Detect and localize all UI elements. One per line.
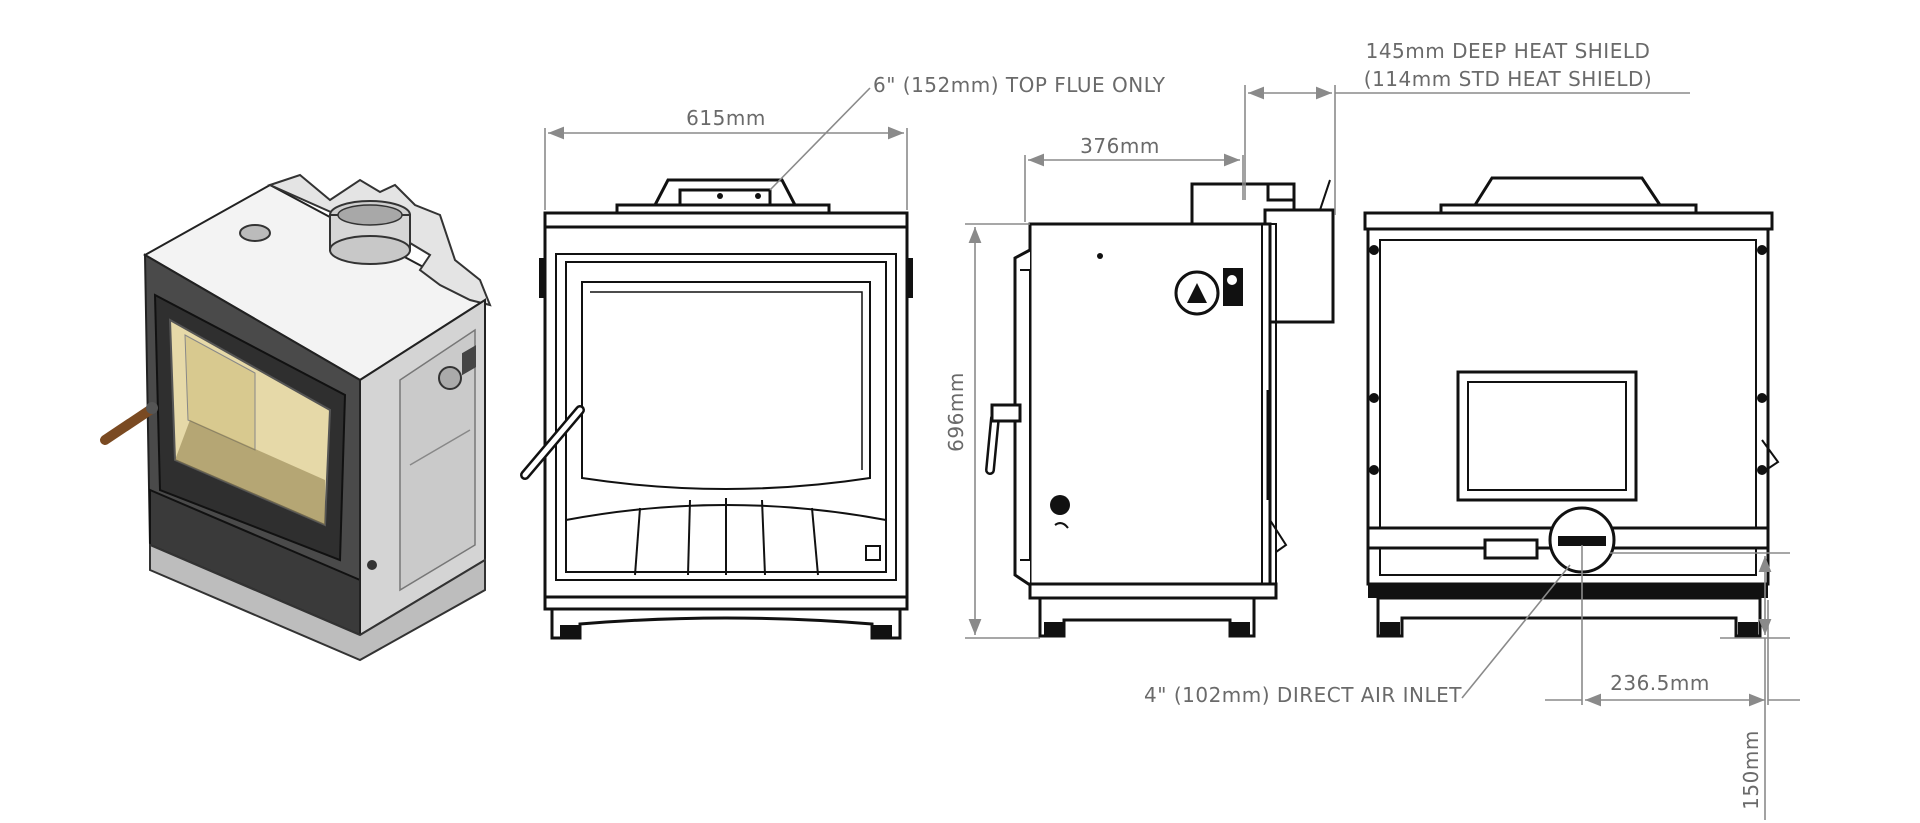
depth-label: 376mm [1080,134,1160,158]
isometric-view [100,173,492,662]
air-inlet-callout: 4" (102mm) DIRECT AIR INLET [1144,564,1571,707]
heat-shield-label-1: 145mm DEEP HEAT SHIELD [1366,39,1651,63]
side-view [985,179,1335,638]
flue-callout: 6" (152mm) TOP FLUE ONLY [769,73,1166,191]
height-label: 696mm [944,372,968,452]
flue-label: 6" (152mm) TOP FLUE ONLY [873,73,1166,97]
heat-shield-label-2: (114mm STD HEAT SHIELD) [1364,67,1652,91]
inlet-height-label: 150mm [1739,730,1763,810]
depth-dimension: 376mm [1024,134,1244,222]
rear-view [1363,176,1780,638]
inlet-offset-label: 236.5mm [1610,671,1710,695]
heat-shield-dimension: 145mm DEEP HEAT SHIELD (114mm STD HEAT S… [1244,39,1690,215]
air-inlet-label: 4" (102mm) DIRECT AIR INLET [1144,683,1462,707]
height-dimension: 696mm [944,223,1040,639]
inlet-offset-dimension: 236.5mm [1545,545,1800,707]
inlet-height-dimension: 150mm [1610,552,1790,820]
width-label: 615mm [686,106,766,130]
width-dimension: 615mm [544,106,908,210]
front-view [520,178,913,640]
